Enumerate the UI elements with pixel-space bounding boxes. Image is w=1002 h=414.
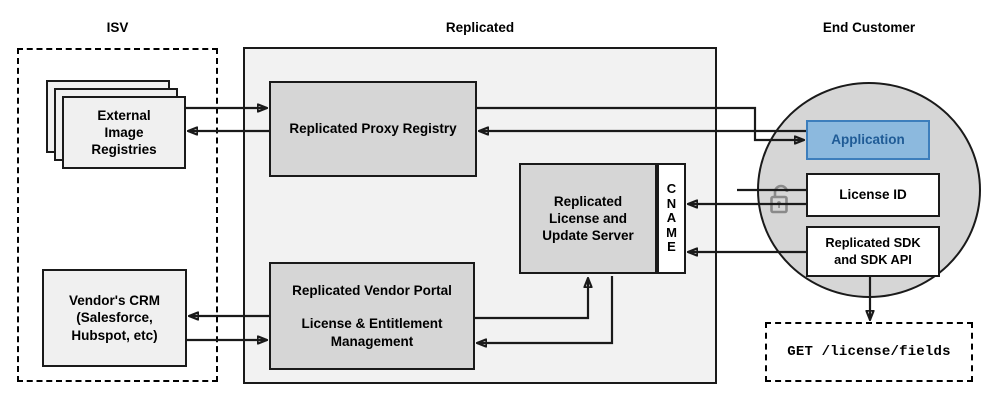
license-id-node[interactable]: License ID [806,173,940,217]
vendor-portal-subtitle-1: License & Entitlement [301,316,443,332]
vendor-portal-subtitle-2: Management [330,333,414,349]
zone-title-end-customer: End Customer [822,20,916,35]
api-request-label: GET /license/fields [787,344,951,360]
api-request-box: GET /license/fields [765,322,973,382]
cname-letter: C [666,181,677,197]
isv-boundary [17,48,218,382]
proxy-registry-node[interactable]: Replicated Proxy Registry [269,81,477,177]
cname-letter: M [666,224,677,240]
cname-node[interactable]: C N A M E [657,163,686,274]
license-update-server-node[interactable]: Replicated License and Update Server [519,163,657,274]
external-registries-node[interactable]: External Image Registries [62,96,186,169]
vendor-portal-node[interactable]: Replicated Vendor Portal License & Entit… [269,262,475,370]
cname-letter: N [666,195,677,211]
zone-title-replicated: Replicated [445,20,515,35]
application-node[interactable]: Application [806,120,930,160]
replicated-sdk-node[interactable]: Replicated SDK and SDK API [806,226,940,277]
vendor-crm-node[interactable]: Vendor's CRM (Salesforce, Hubspot, etc) [42,269,187,367]
cname-letter: A [666,210,677,226]
zone-title-isv: ISV [106,20,129,35]
cname-letter: E [667,239,676,255]
unlocked-padlock-icon [770,184,789,214]
vendor-portal-title: Replicated Vendor Portal [292,283,452,299]
